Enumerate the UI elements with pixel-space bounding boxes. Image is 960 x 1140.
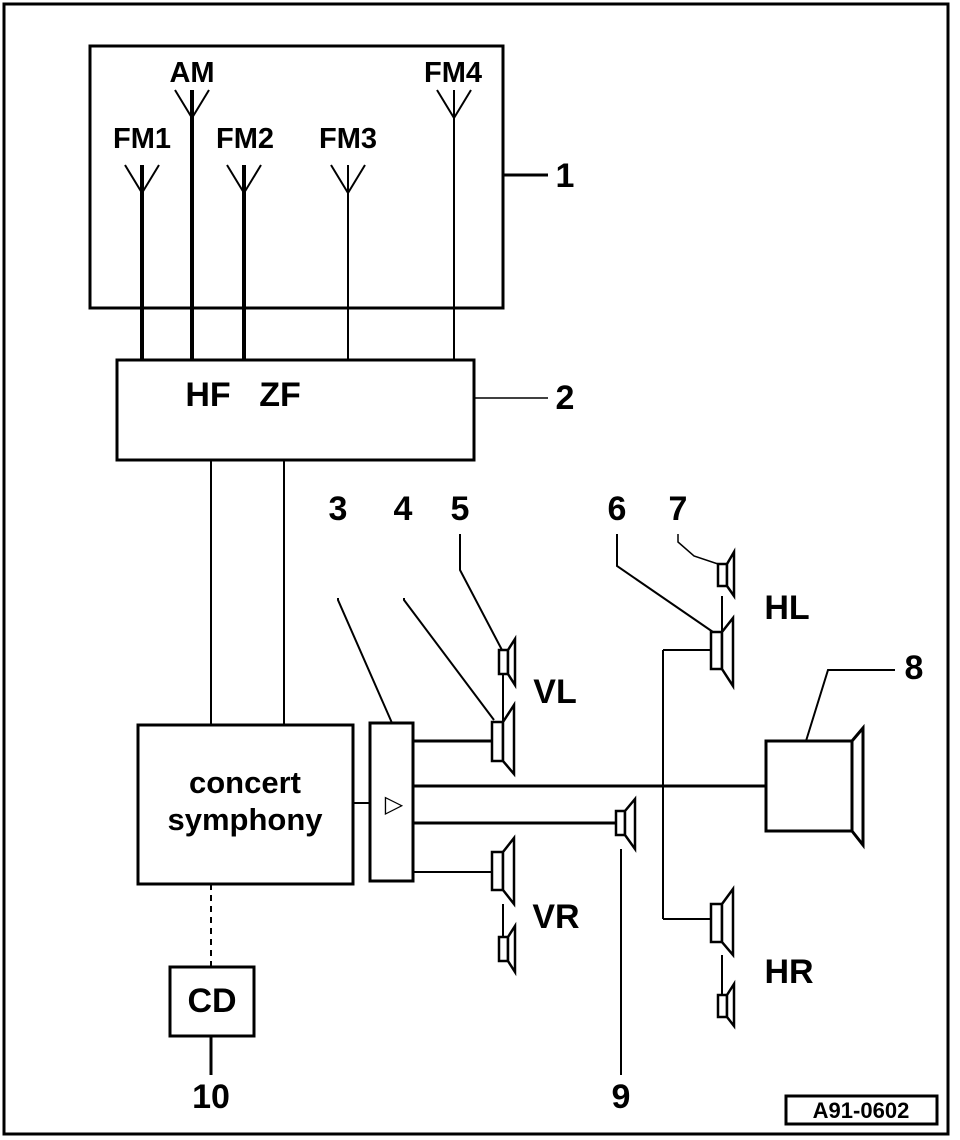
subwoofer bbox=[764, 723, 865, 850]
callout-8: 8 bbox=[905, 649, 924, 687]
radio-line2: symphony bbox=[167, 802, 323, 837]
callout-7: 7 bbox=[669, 490, 688, 528]
group-hr: HR bbox=[764, 953, 813, 991]
group-hl: HL bbox=[764, 589, 809, 627]
antenna-fm2 bbox=[226, 164, 262, 360]
callout-4: 4 bbox=[394, 490, 413, 528]
callout-line-3 bbox=[337, 598, 393, 724]
callout-5: 5 bbox=[451, 490, 470, 528]
callout-6: 6 bbox=[608, 490, 627, 528]
reference-code: A91-0602 bbox=[813, 1098, 910, 1123]
speaker-hr-tweeter bbox=[716, 979, 736, 1030]
amplifier-symbol: ▷ bbox=[385, 791, 404, 818]
cd-label: CD bbox=[187, 982, 236, 1020]
callout-2: 2 bbox=[556, 379, 575, 417]
callout-9: 9 bbox=[612, 1078, 631, 1116]
callout-line-4 bbox=[403, 598, 495, 721]
reference-box bbox=[784, 1094, 939, 1126]
callout-line-6 bbox=[616, 534, 714, 633]
tuner-zf: ZF bbox=[259, 376, 301, 414]
callout-10: 10 bbox=[192, 1078, 230, 1116]
antenna-fm1 bbox=[124, 164, 160, 360]
speaker-hl-tweeter bbox=[716, 547, 736, 600]
callout-line-7 bbox=[677, 534, 719, 565]
label-fm3: FM3 bbox=[319, 123, 377, 155]
label-fm4: FM4 bbox=[424, 57, 482, 89]
antenna-am bbox=[174, 89, 210, 360]
group-vl: VL bbox=[533, 673, 576, 711]
callout-3: 3 bbox=[329, 490, 348, 528]
label-fm1: FM1 bbox=[113, 123, 171, 155]
tuner-box bbox=[115, 358, 476, 462]
callout-1: 1 bbox=[556, 157, 575, 195]
speaker-hl-woofer bbox=[709, 614, 735, 691]
callout-line-5 bbox=[459, 534, 503, 651]
callout-line-8 bbox=[805, 669, 895, 742]
speaker-center bbox=[614, 795, 637, 853]
tuner-hf: HF bbox=[185, 376, 230, 414]
antenna-fm3 bbox=[330, 164, 366, 360]
radio-unit bbox=[136, 723, 355, 886]
speaker-vr-tweeter bbox=[497, 921, 517, 977]
speaker-vr-woofer bbox=[490, 834, 516, 908]
label-fm2: FM2 bbox=[216, 123, 274, 155]
antenna-box bbox=[88, 44, 505, 310]
label-am: AM bbox=[169, 57, 214, 89]
speaker-vl-woofer bbox=[490, 700, 516, 778]
radio-line1: concert bbox=[189, 765, 301, 800]
antenna-fm4 bbox=[436, 89, 472, 360]
speaker-hr-woofer bbox=[709, 885, 735, 959]
speaker-vl-tweeter bbox=[497, 634, 517, 690]
group-vr: VR bbox=[532, 898, 579, 936]
